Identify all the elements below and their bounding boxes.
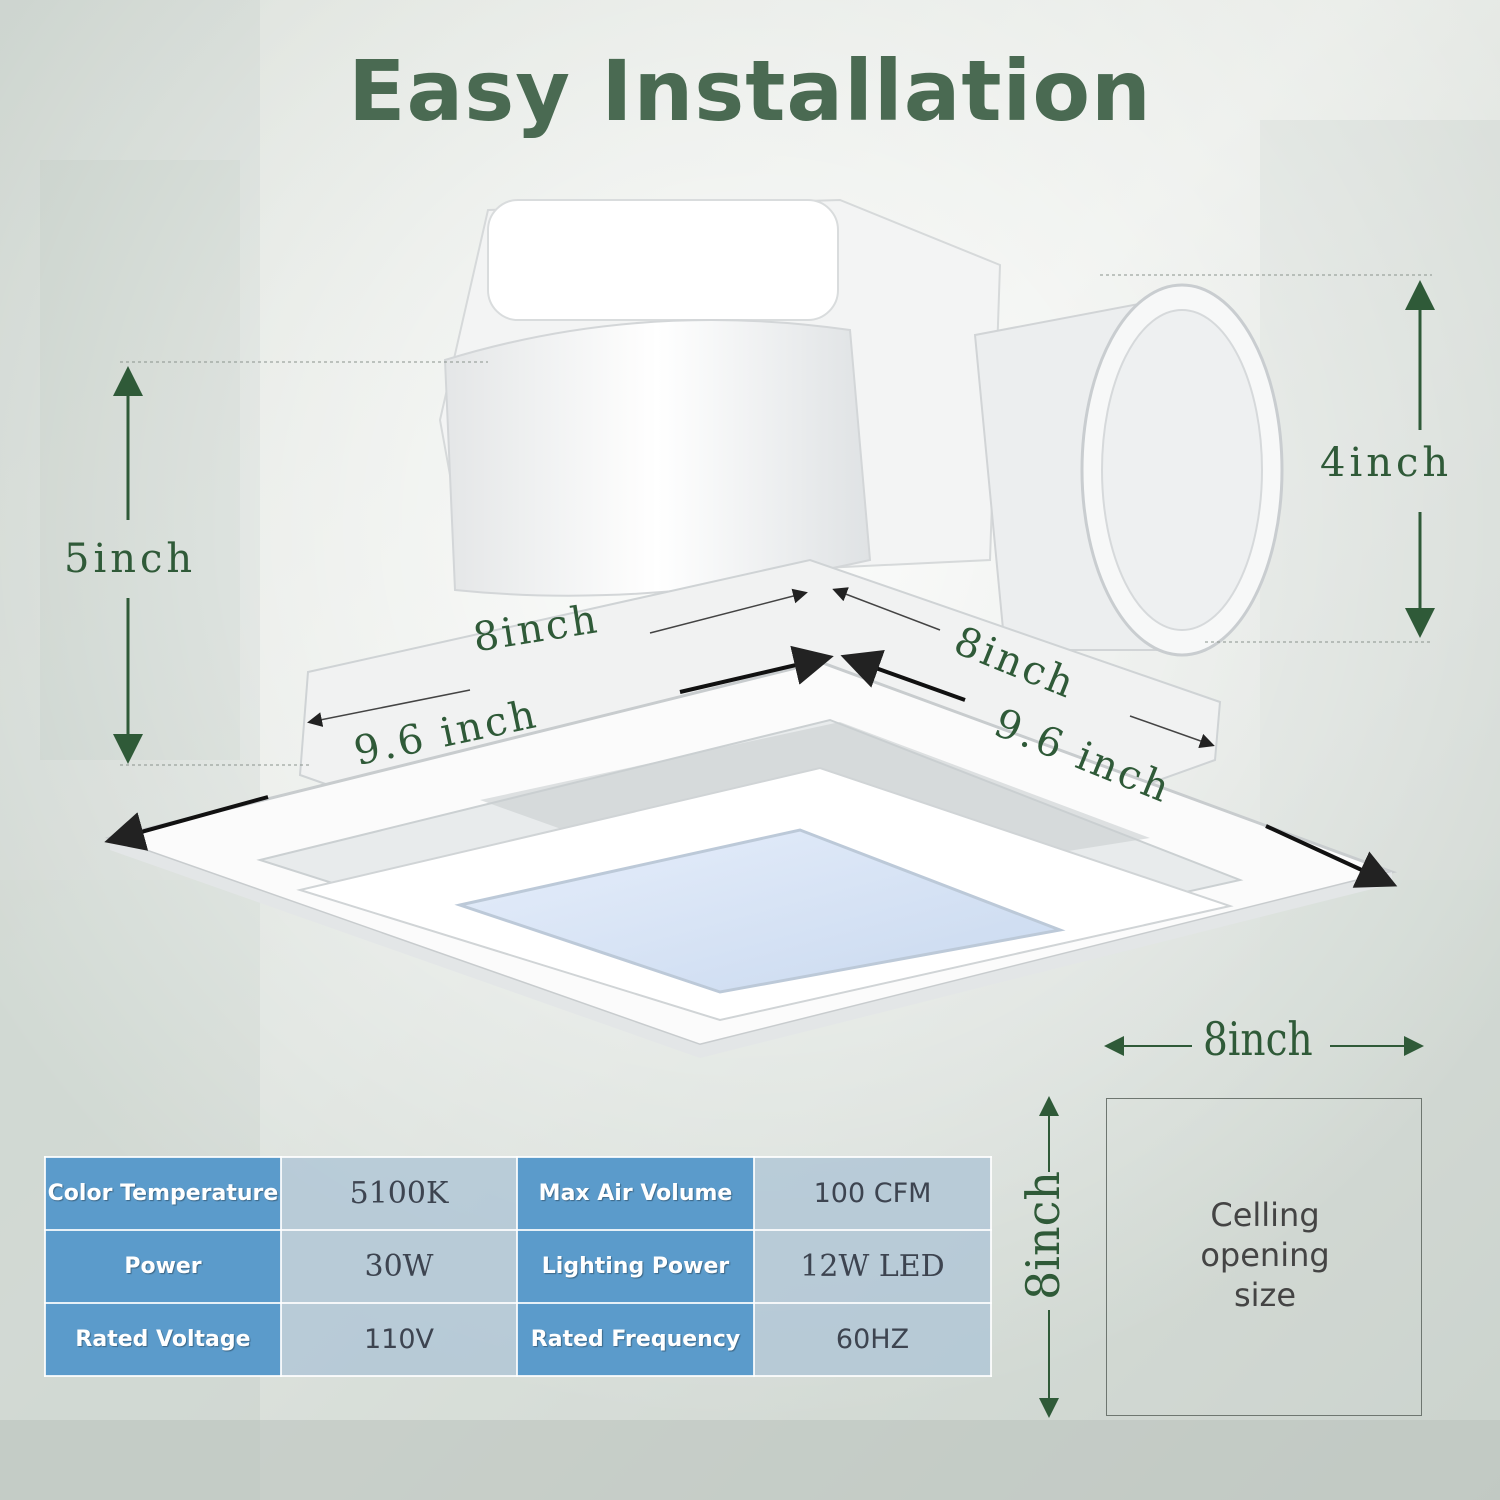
ceiling-opening-box bbox=[1106, 1098, 1422, 1416]
duct-height-dimension-label: 4inch bbox=[1320, 440, 1453, 486]
spec-label-rated-voltage: Rated Voltage bbox=[44, 1302, 282, 1377]
opening-height-label: 8inch bbox=[1016, 1171, 1070, 1300]
opening-label-line: size bbox=[1233, 1276, 1297, 1314]
opening-label-line: opening bbox=[1200, 1236, 1330, 1274]
opening-width-label: 8inch bbox=[1203, 1012, 1313, 1066]
opening-label-line: Celling bbox=[1210, 1196, 1320, 1234]
spec-value-rated-voltage: 110V bbox=[280, 1302, 518, 1377]
spec-label-power: Power bbox=[44, 1229, 282, 1304]
table-row: Power 30W Lighting Power 12W LED bbox=[44, 1229, 992, 1304]
spec-label-max-air-volume: Max Air Volume bbox=[516, 1156, 755, 1231]
spec-label-lighting-power: Lighting Power bbox=[516, 1229, 755, 1304]
spec-value-color-temperature: 5100K bbox=[280, 1156, 518, 1231]
spec-label-color-temperature: Color Temperature bbox=[44, 1156, 282, 1231]
spec-label-rated-frequency: Rated Frequency bbox=[516, 1302, 755, 1377]
spec-value-max-air-volume: 100 CFM bbox=[753, 1156, 992, 1231]
page-title: Easy Installation bbox=[348, 42, 1152, 140]
ceiling-opening-label: Celling opening size bbox=[1110, 1195, 1420, 1315]
spec-value-rated-frequency: 60HZ bbox=[753, 1302, 992, 1377]
spec-table: Color Temperature 5100K Max Air Volume 1… bbox=[44, 1156, 992, 1377]
height-dimension-label: 5inch bbox=[64, 536, 197, 582]
table-row: Rated Voltage 110V Rated Frequency 60HZ bbox=[44, 1302, 992, 1377]
spec-value-power: 30W bbox=[280, 1229, 518, 1304]
table-row: Color Temperature 5100K Max Air Volume 1… bbox=[44, 1156, 992, 1231]
spec-value-lighting-power: 12W LED bbox=[753, 1229, 992, 1304]
